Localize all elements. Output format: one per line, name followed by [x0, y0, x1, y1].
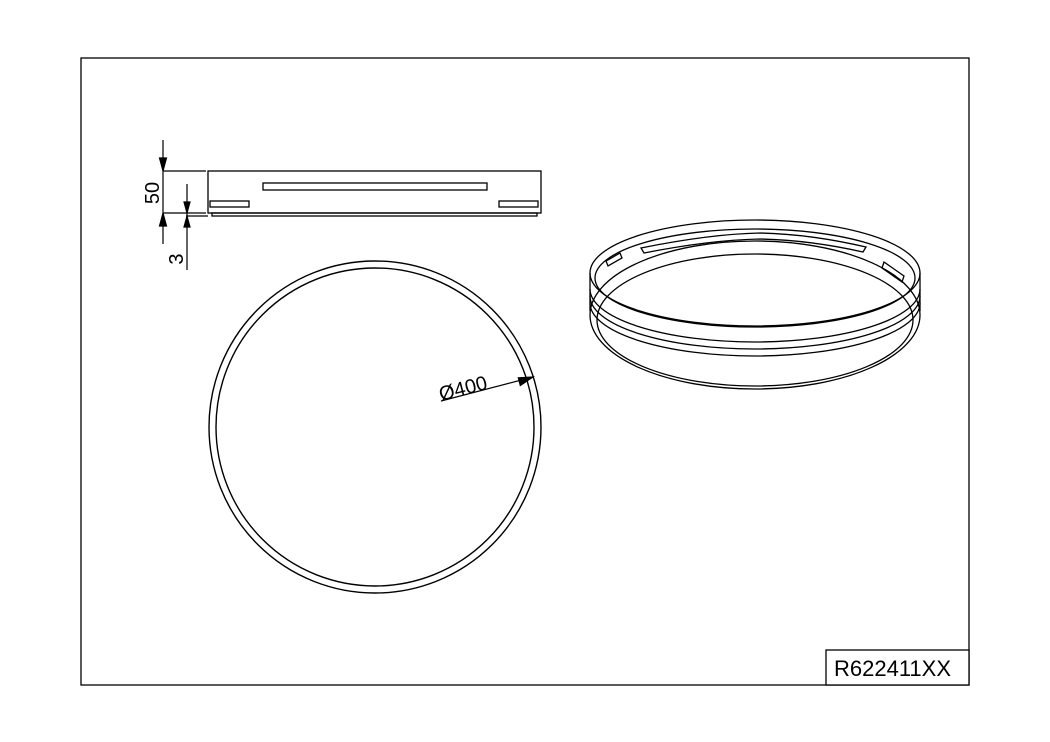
offset-dimension-label: 3: [166, 253, 188, 264]
height-dimension-label: 50: [142, 182, 164, 204]
top-view: [208, 260, 542, 594]
height-dimension: [158, 140, 206, 244]
title-block: [825, 649, 970, 686]
part-number: R622411XX: [834, 656, 951, 681]
isometric-view: [589, 219, 921, 390]
drawing-frame: [80, 57, 970, 686]
side-view: [207, 170, 542, 217]
offset-dimension: [183, 184, 208, 270]
diameter-dimension-label: Ø400: [437, 372, 490, 406]
diameter-dimension: [440, 376, 536, 402]
